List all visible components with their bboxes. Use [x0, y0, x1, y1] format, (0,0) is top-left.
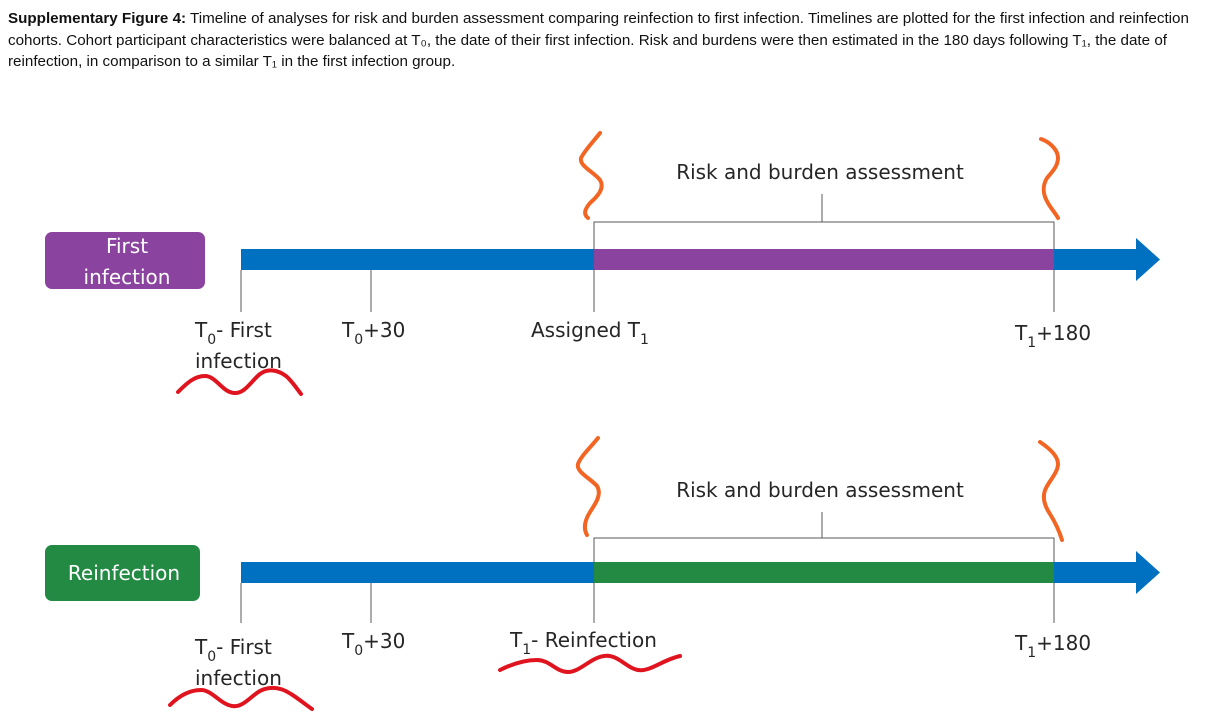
- first-infection-tag: [45, 232, 205, 289]
- reinfection-tag: [45, 545, 200, 601]
- first-timeline-arrowhead: [1136, 238, 1160, 281]
- re-t0-label-line2: infection: [195, 666, 282, 690]
- re-t30-label: T0+30: [341, 629, 405, 659]
- first-start-squiggle: [578, 131, 604, 220]
- first-end-squiggle: [1039, 137, 1061, 220]
- first-assessment-window-bar: [594, 249, 1054, 270]
- re-t180-label: T1+180: [1014, 631, 1091, 661]
- first-infection-tag-line1: First: [106, 234, 148, 258]
- re-t0-label: T0- First: [194, 635, 272, 665]
- first-assessment-bracket: [593, 221, 1055, 249]
- reinfection-panel: Reinfection Risk and burden assessment T…: [45, 436, 1160, 711]
- first-t30-label: T0+30: [341, 318, 405, 348]
- re-end-squiggle: [1038, 440, 1064, 542]
- re-t1-red-underline: [498, 653, 682, 675]
- caption-label: Supplementary Figure 4:: [8, 10, 187, 27]
- first-infection-tag-line2: infection: [84, 265, 171, 289]
- re-assessment-window-bar: [594, 562, 1054, 583]
- re-assessment-bracket: [593, 537, 1055, 562]
- re-start-squiggle: [575, 436, 601, 537]
- first-t1-label: Assigned T1: [531, 318, 649, 348]
- reinfection-tag-label: Reinfection: [68, 561, 180, 585]
- first-infection-panel: First infection Risk and burden assessme…: [45, 131, 1160, 396]
- first-t0-label: T0- First: [194, 318, 272, 348]
- first-assessment-label: Risk and burden assessment: [676, 160, 964, 184]
- first-t0-red-underline: [176, 368, 303, 396]
- first-t180-label: T1+180: [1014, 321, 1091, 351]
- re-t1-label: T1- Reinfection: [509, 628, 657, 658]
- figure-caption: Supplementary Figure 4: Timeline of anal…: [8, 8, 1206, 73]
- re-assessment-label: Risk and burden assessment: [676, 478, 964, 502]
- caption-text: Timeline of analyses for risk and burden…: [8, 10, 1189, 70]
- re-t0-red-underline: [168, 685, 314, 711]
- re-timeline-arrowhead: [1136, 551, 1160, 594]
